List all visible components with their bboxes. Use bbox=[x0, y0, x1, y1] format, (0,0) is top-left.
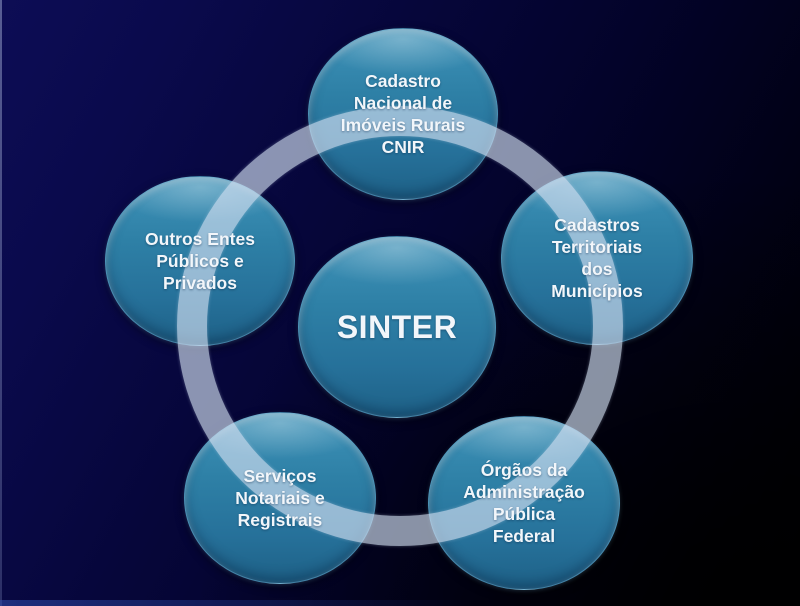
node-sinter-center: SINTER bbox=[298, 236, 496, 418]
node-orgaos-administracao-publica-federal-label: Órgãos da Administração Pública Federal bbox=[463, 460, 585, 546]
node-cnir-label: Cadastro Nacional de Imóveis Rurais CNIR bbox=[340, 71, 466, 157]
slide-bottom-edge-glow bbox=[0, 600, 560, 606]
slide-left-edge-line bbox=[0, 0, 2, 606]
node-servicos-notariais-registrais-label: Serviços Notariais e Registrais bbox=[235, 466, 325, 530]
node-cadastros-territoriais-municipios-label: Cadastros Territoriais dos Municípios bbox=[551, 215, 643, 301]
node-outros-entes-publicos-privados-label: Outros Entes Públicos e Privados bbox=[145, 229, 255, 293]
node-sinter-label: SINTER bbox=[336, 309, 458, 345]
